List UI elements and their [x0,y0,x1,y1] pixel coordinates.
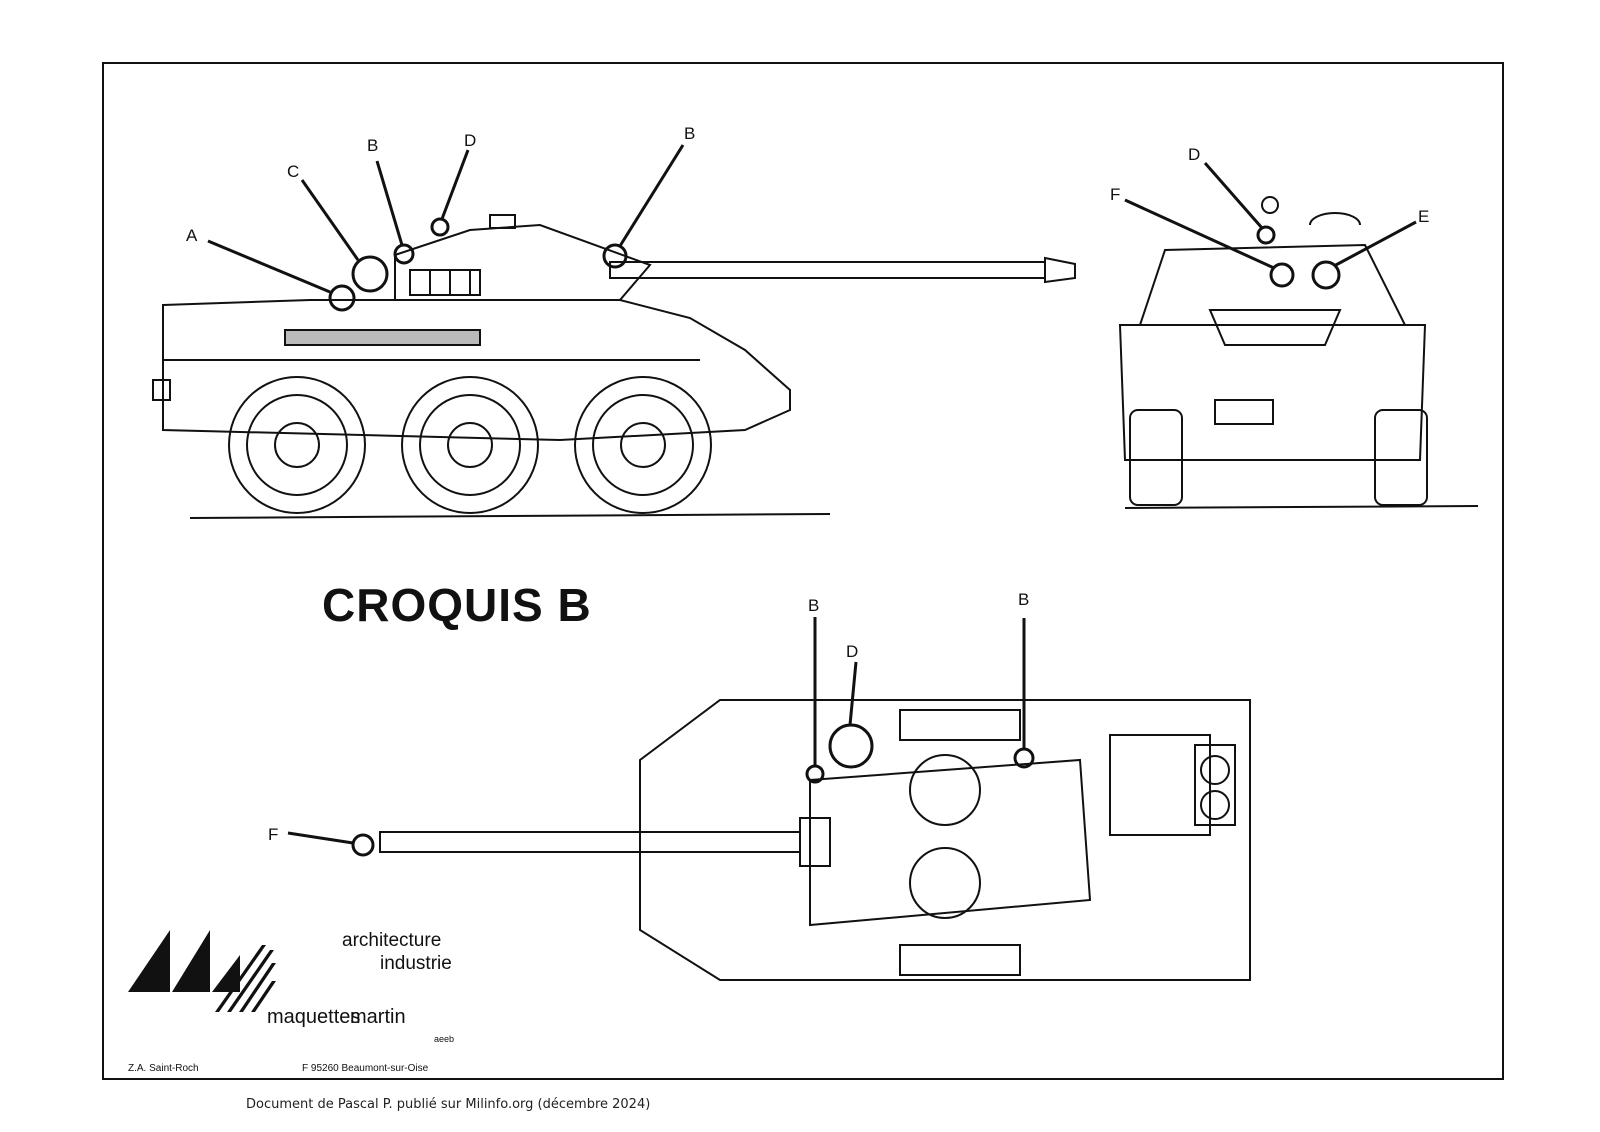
brand-small-text: aeeb [434,1034,455,1044]
callout-label: F [1110,185,1120,204]
brand-line-2: industrie [380,953,452,974]
footer-credit: Document de Pascal P. publié sur Milinfo… [246,1097,651,1112]
address-left: Z.A. Saint-Roch [128,1063,199,1074]
callout-label: D [1188,145,1200,164]
callout-label: E [1418,207,1429,226]
stripe-logo-icon [128,930,276,1012]
callout-label: B [808,596,819,615]
front-view-vehicle [1118,196,1479,509]
side-view-labels: A C B D B [186,124,695,245]
callout-label: F [268,825,278,844]
callout-label: C [287,162,299,181]
brand-line-1: architecture [342,930,442,951]
callout-label: B [684,124,695,143]
brand-name-right: martin [350,1006,406,1028]
front-view-callouts [1124,162,1417,290]
front-view-labels: D F E [1110,145,1429,226]
top-view-callouts [287,617,1035,857]
top-view-vehicle [379,699,1251,981]
callout-label: B [367,136,378,155]
side-view-vehicle [152,214,1076,519]
callout-label: B [1018,590,1029,609]
address-right: F 95260 Beaumont-sur-Oise [302,1063,429,1074]
brand-name-left: maquettes [267,1006,361,1028]
callout-label: D [846,642,858,661]
side-view-callouts [207,144,685,312]
callout-label: D [464,131,476,150]
callout-label: A [186,226,198,245]
page-title: CROQUIS B [322,579,592,631]
top-view-labels: B D B F [268,590,1029,844]
drawing-sheet [102,62,1504,1080]
side-wheels [228,376,712,514]
